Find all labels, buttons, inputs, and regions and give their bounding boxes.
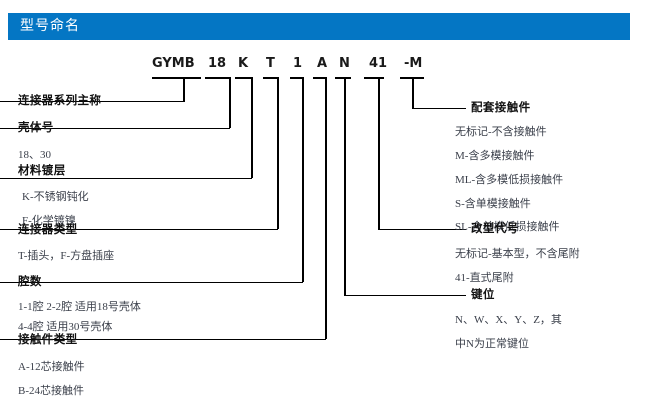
part-number-row: GYMB 18 K T 1 A N 41 -M [0, 56, 647, 73]
left-heading-connector-type: 连接器类型 [18, 224, 78, 236]
right-item-keying-1: 中N为正常键位 [455, 338, 529, 350]
leader-h-series [0, 100, 184, 103]
pn-segment-cavity: 1 [293, 56, 303, 71]
leader-h-accessory [412, 107, 466, 110]
tick-cap-plating [235, 77, 253, 79]
tick-cap-shell [205, 77, 229, 79]
right-item-accessory-2: ML-含多模低损接触件 [455, 174, 564, 186]
leader-h-connector-type [0, 228, 278, 231]
right-heading-variant: 改型代号 [471, 223, 519, 235]
left-heading-series: 连接器系列主称 [18, 95, 102, 107]
leader-v-plating [251, 77, 253, 178]
leader-h-plating [0, 177, 252, 180]
leader-v-keying [344, 77, 346, 296]
pn-segment-shell: 18 [208, 56, 227, 71]
left-heading-cavity: 腔数 [18, 276, 42, 288]
pn-segment-series: GYMB [152, 56, 195, 71]
right-item-keying-0: N、W、X、Y、Z，其 [455, 314, 562, 326]
left-item-connector-type-0: T-插头，F-方盘插座 [18, 250, 115, 262]
leader-v-accessory [412, 77, 414, 109]
leader-h-contact-type [0, 338, 326, 341]
right-item-accessory-4: SL-含单模低损接触件 [455, 221, 560, 233]
left-item-shell-0: 18、30 [18, 149, 51, 161]
right-item-accessory-1: M-含多模接触件 [455, 150, 535, 162]
page-title: 型号命名 [20, 19, 80, 34]
leader-v-series [183, 77, 185, 102]
leader-h-keying [344, 294, 466, 297]
right-item-variant-0: 无标记-基本型，不含尾附 [455, 248, 580, 260]
right-item-accessory-0: 无标记-不含接触件 [455, 126, 547, 138]
tick-cap-variant [364, 77, 384, 79]
tick-cap-keying [335, 77, 351, 79]
right-item-variant-1: 41-直式尾附 [455, 272, 514, 284]
left-item-plating-0: K-不锈钢钝化 [22, 191, 89, 203]
pn-segment-contact: A [317, 56, 328, 71]
left-heading-shell: 壳体号 [18, 122, 54, 134]
left-item-cavity-1: 4-4腔 适用30号壳体 [18, 321, 113, 333]
pn-segment-plating: K [238, 56, 249, 71]
left-heading-plating: 材料镀层 [18, 165, 66, 177]
tick-cap-series [152, 77, 201, 79]
right-item-accessory-3: S-含单模接触件 [455, 198, 531, 210]
pn-segment-variant: 41 [369, 56, 388, 71]
leader-h-variant [378, 228, 466, 231]
left-heading-contact-type: 接触件类型 [18, 334, 78, 346]
pn-segment-keying: N [339, 56, 350, 71]
leader-v-variant [378, 77, 380, 230]
left-item-cavity-0: 1-1腔 2-2腔 适用18号壳体 [18, 301, 141, 313]
left-item-contact-type-0: A-12芯接触件 [18, 361, 85, 373]
tick-cap-cavity [290, 77, 304, 79]
pn-segment-accessory: -M [404, 56, 423, 71]
pn-segment-type: T [266, 56, 275, 71]
right-heading-keying: 键位 [471, 289, 495, 301]
leader-h-cavity [0, 281, 303, 284]
leader-v-shell [229, 77, 231, 128]
leader-v-contact-type [325, 77, 327, 339]
section-header-bar [8, 13, 630, 40]
left-item-contact-type-1: B-24芯接触件 [18, 385, 84, 397]
right-heading-accessory: 配套接触件 [471, 102, 531, 114]
left-item-plating-1: F-化学镀镍 [22, 215, 76, 227]
tick-cap-type [263, 77, 279, 79]
leader-v-connector-type [277, 77, 279, 229]
leader-h-shell [0, 127, 230, 130]
leader-v-cavity [302, 77, 304, 282]
tick-cap-contact [313, 77, 327, 79]
